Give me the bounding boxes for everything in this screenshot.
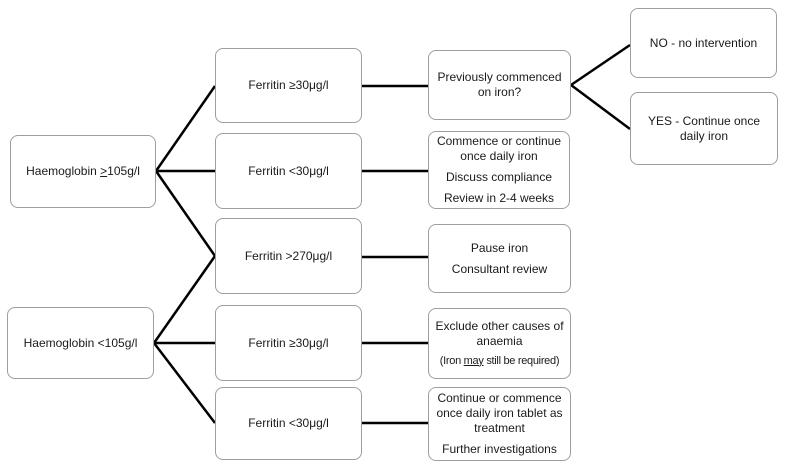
text-segment: Commence or continue once daily iron <box>436 134 562 163</box>
node-exclude-other-causes: Exclude other causes of anaemia (Iron may… <box>428 308 571 379</box>
node-continue-or-commence-iron: Continue or commence once daily iron tab… <box>428 387 571 461</box>
node-text: Pause iron <box>469 241 530 256</box>
node-text: YES - Continue once daily iron <box>632 114 776 144</box>
text-segment: Haemoglobin <105g/l <box>23 335 138 350</box>
node-previously-commenced-on-iron: Previously commenced on iron? <box>428 50 571 120</box>
node-text: (Iron may still be required) <box>438 355 561 369</box>
text-segment: Exclude other causes of anaemia <box>435 318 564 348</box>
text-segment: Review in 2-4 weeks <box>443 191 555 205</box>
node-text: Ferritin ≥30μg/l <box>246 336 330 351</box>
connector-hb-high-to-ferritin-gt270 <box>154 170 217 257</box>
text-segment: Ferritin >270μg/l <box>244 248 333 263</box>
text-segment: Haemoglobin <box>26 164 101 178</box>
text-segment: Ferritin ≥30μg/l <box>248 78 329 92</box>
text-segment: (Iron <box>439 354 464 367</box>
node-text: Haemoglobin >105g/l <box>24 164 142 179</box>
text-segment: Ferritin ≥30μg/l <box>248 335 329 350</box>
text-segment: NO - no intervention <box>649 35 758 50</box>
node-text: Continue or commence once daily iron tab… <box>430 391 569 436</box>
text-segment: Further investigations <box>442 442 557 456</box>
node-ferritin-lt30-bottom: Ferritin <30μg/l <box>215 387 362 460</box>
node-ferritin-ge30-top: Ferritin ≥30μg/l <box>215 48 362 123</box>
node-text: Exclude other causes of anaemia <box>430 319 569 349</box>
connector-hb-low-to-ferritin-lt30-bottom <box>153 342 216 424</box>
text-segment: Pause iron <box>470 240 529 255</box>
node-hb-low: Haemoglobin <105g/l <box>7 307 154 379</box>
node-ferritin-gt270: Ferritin >270μg/l <box>215 218 362 294</box>
node-text: Review in 2-4 weeks <box>442 191 556 206</box>
node-text: Ferritin <30μg/l <box>246 164 331 179</box>
node-text: Haemoglobin <105g/l <box>22 336 140 351</box>
text-segment: Previously commenced on iron? <box>437 70 562 99</box>
node-text: NO - no intervention <box>648 36 759 51</box>
node-hb-high: Haemoglobin >105g/l <box>10 135 156 208</box>
connector-hb-high-to-ferritin-ge30-top <box>154 85 217 172</box>
node-text: Discuss compliance <box>444 170 554 185</box>
node-ferritin-lt30-top: Ferritin <30μg/l <box>215 133 362 209</box>
text-segment: Discuss compliance <box>445 170 553 184</box>
node-text: Commence or continue once daily iron <box>430 134 568 164</box>
node-text: Further investigations <box>440 442 559 457</box>
node-no-no-intervention: NO - no intervention <box>630 8 777 78</box>
underlined-text: > <box>100 164 108 178</box>
node-text: Previously commenced on iron? <box>430 70 569 100</box>
text-segment: still be required) <box>483 354 560 367</box>
text-segment: Consultant review <box>451 261 548 276</box>
node-text: Ferritin <30μg/l <box>246 416 331 431</box>
node-text: Consultant review <box>450 262 549 277</box>
text-segment: 105g/l <box>107 164 140 178</box>
underlined-text: may <box>463 354 484 367</box>
connector-previously-commenced-on-iron-to-no-no-intervention <box>570 43 631 87</box>
connector-previously-commenced-on-iron-to-yes-continue-iron <box>570 83 631 131</box>
text-segment: Ferritin <30μg/l <box>248 416 329 430</box>
node-text: Ferritin ≥30μg/l <box>246 78 330 93</box>
text-segment: Continue or commence once daily iron tab… <box>436 391 563 435</box>
connector-hb-low-to-ferritin-gt270 <box>152 255 217 344</box>
node-ferritin-ge30-bottom: Ferritin ≥30μg/l <box>215 305 362 381</box>
text-segment: YES - Continue once daily iron <box>647 113 761 143</box>
node-text: Ferritin >270μg/l <box>243 249 334 264</box>
node-yes-continue-iron: YES - Continue once daily iron <box>630 92 778 165</box>
text-segment: Ferritin <30μg/l <box>248 163 329 178</box>
